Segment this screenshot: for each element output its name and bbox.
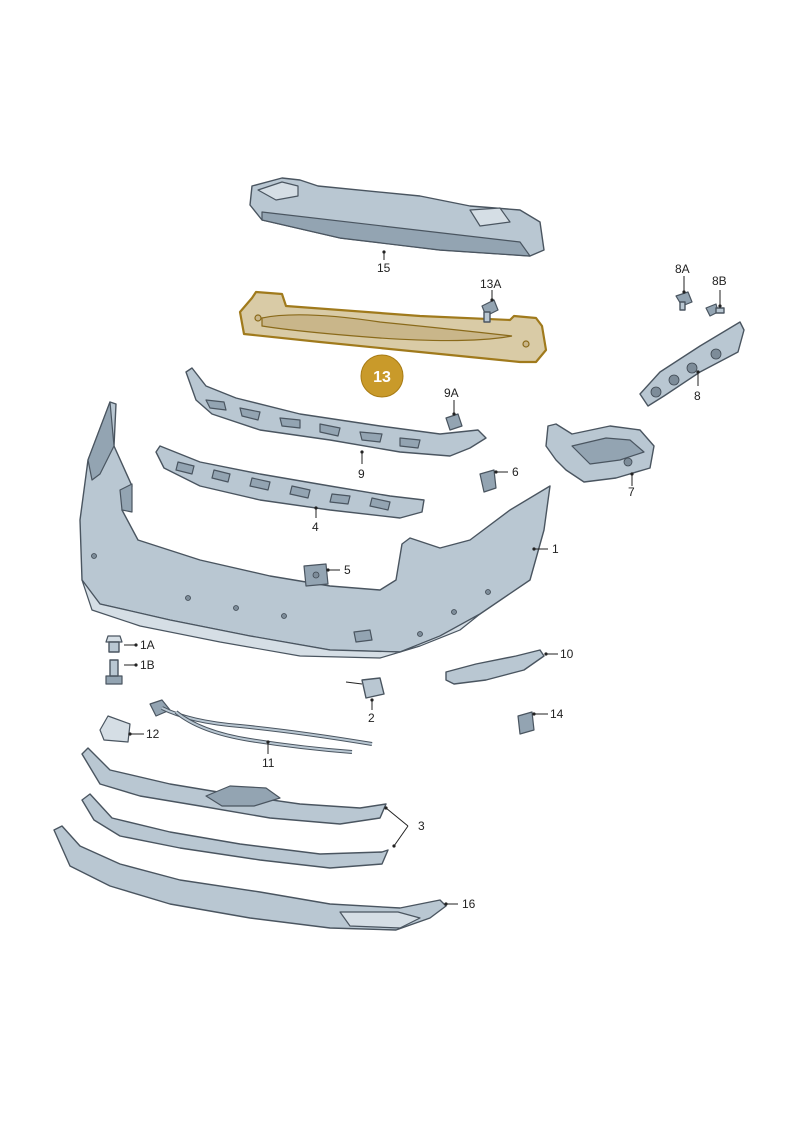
part-8a-bolt[interactable]	[675, 276, 693, 311]
part-15-impact-absorber[interactable]	[249, 177, 545, 260]
part-13a-bolt[interactable]	[481, 290, 499, 323]
part-14-clip[interactable]	[517, 711, 548, 735]
label-8: 8	[694, 389, 701, 403]
label-14: 14	[550, 707, 564, 721]
part-2-towing-cap[interactable]	[345, 677, 385, 710]
label-1a: 1A	[140, 638, 155, 652]
label-3: 3	[418, 819, 425, 833]
part-3-diffuser-lower[interactable]	[81, 793, 389, 869]
label-8b: 8B	[712, 274, 727, 288]
label-5: 5	[344, 563, 351, 577]
part-5-bracket-clip[interactable]	[303, 563, 340, 587]
label-1b: 1B	[140, 658, 155, 672]
label-12: 12	[146, 727, 160, 741]
label-1: 1	[552, 542, 559, 556]
part-3-diffuser-upper[interactable]	[81, 747, 387, 825]
part-10-reflector[interactable]	[445, 649, 558, 685]
highlight-badge-13[interactable]: 13	[360, 354, 404, 398]
part-6-clip-nut[interactable]	[479, 469, 508, 493]
label-8a: 8A	[675, 262, 690, 276]
part-1-bumper-cover[interactable]	[79, 401, 551, 659]
part-7-corner-bracket[interactable]	[545, 423, 655, 486]
part-12-bracket[interactable]	[99, 715, 144, 743]
svg-text:13: 13	[373, 369, 391, 386]
part-8-side-bracket[interactable]	[639, 321, 745, 407]
part-8b-screw[interactable]	[705, 290, 725, 317]
part-13-bumper-carrier[interactable]	[238, 290, 548, 364]
part-4-lower-guide[interactable]	[155, 445, 425, 519]
label-13a: 13A	[480, 277, 501, 291]
label-11: 11	[262, 756, 275, 770]
label-9a: 9A	[444, 386, 459, 400]
part-9-upper-guide[interactable]	[185, 367, 487, 464]
label-6: 6	[512, 465, 519, 479]
label-7: 7	[628, 485, 635, 499]
label-15: 15	[377, 261, 391, 275]
label-4: 4	[312, 520, 319, 534]
part-1a-expanding-rivet[interactable]	[105, 635, 138, 653]
leader-3	[384, 806, 409, 848]
part-16-lower-spoiler[interactable]	[53, 825, 458, 931]
label-2: 2	[368, 711, 375, 725]
label-9: 9	[358, 467, 365, 481]
part-9a-clip[interactable]	[445, 400, 463, 431]
label-10: 10	[560, 647, 574, 661]
label-16: 16	[462, 897, 476, 911]
part-11-wiring-harness[interactable]	[149, 699, 373, 754]
part-1b-screw[interactable]	[105, 659, 138, 685]
